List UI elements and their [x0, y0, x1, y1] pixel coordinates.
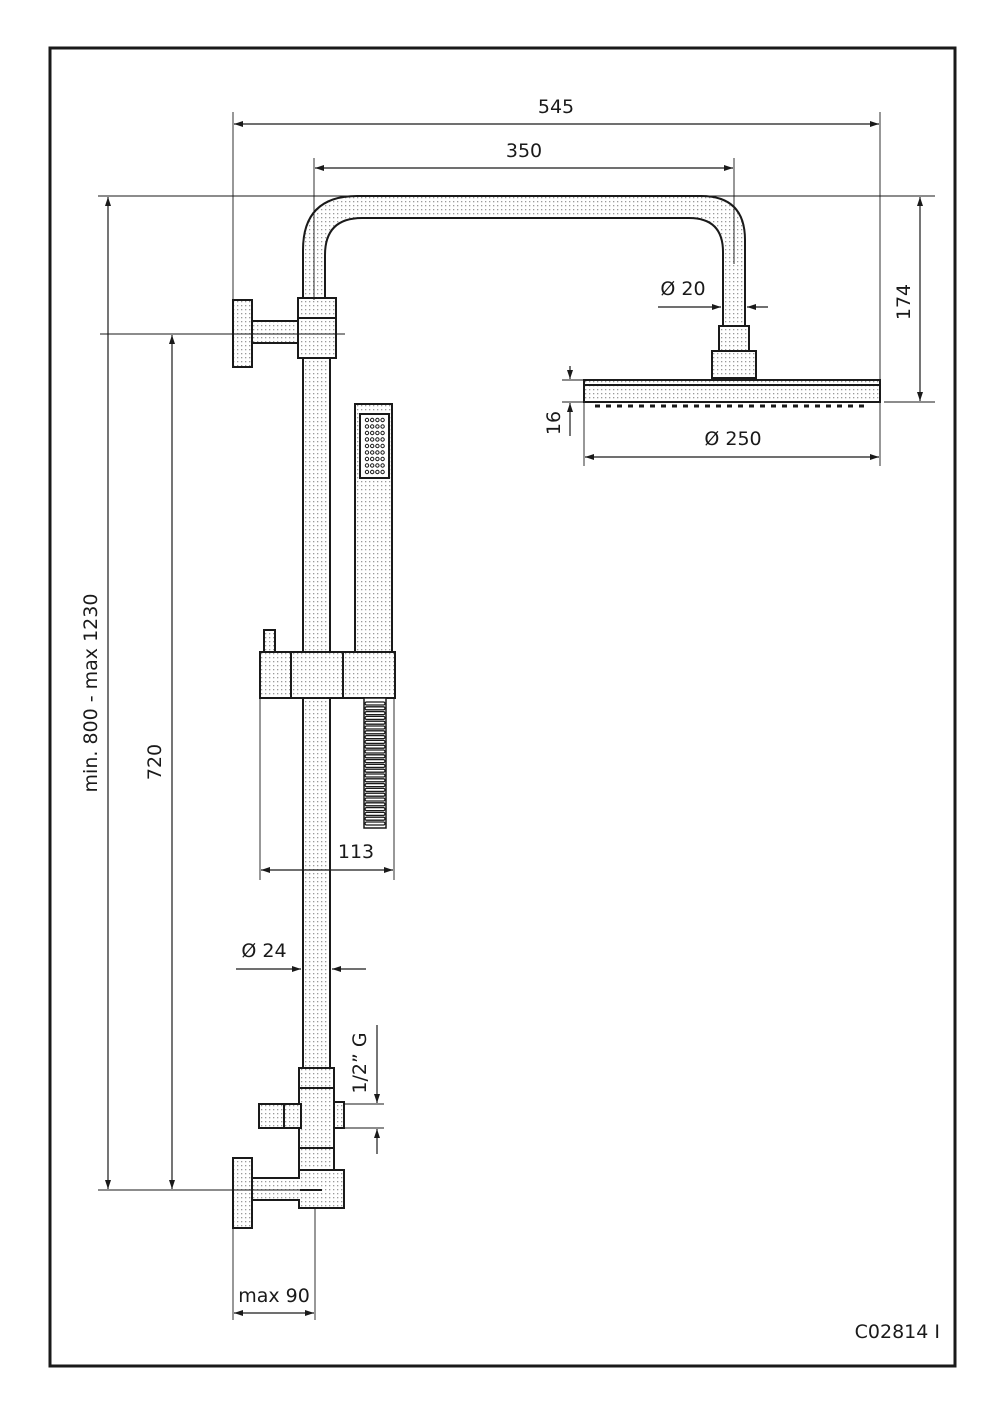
- hose-coil: [364, 797, 386, 802]
- nozzle-dot: [370, 443, 375, 449]
- nozzle-dot: [364, 437, 370, 442]
- shower-hose: [363, 697, 387, 829]
- nozzle-dot: [375, 437, 380, 442]
- hose-coil: [364, 758, 386, 764]
- side-outlet-nut: [333, 1101, 345, 1129]
- nozzle-dot: [370, 437, 375, 442]
- dim-total-height: min. 800 - max 1230: [80, 594, 102, 793]
- nozzle-dot: [380, 417, 385, 423]
- nozzle-dot: [364, 450, 370, 455]
- nozzle-dot: [370, 417, 375, 423]
- nozzle-dot: [370, 424, 375, 429]
- upper-bar-clamp: [297, 297, 337, 359]
- hose-coil: [364, 787, 386, 793]
- hose-coil: [364, 754, 386, 759]
- hose-coil: [364, 768, 386, 773]
- hand-shower-nozzles: [364, 417, 385, 475]
- hose-coil: [364, 811, 386, 817]
- nozzle-dot: [375, 463, 380, 468]
- nozzle-dot: [375, 469, 380, 475]
- nozzle-dot: [380, 430, 385, 436]
- hose-coil: [364, 806, 386, 812]
- dim-arm-reach: 350: [506, 140, 542, 162]
- diverter-knob: [258, 1103, 285, 1129]
- arm-nut: [718, 325, 750, 352]
- nozzle-dot: [380, 456, 385, 462]
- hose-coil: [364, 734, 386, 740]
- hose-coil: [364, 710, 386, 716]
- nozzle-dot: [380, 424, 385, 429]
- lower-wall-flange: [232, 1157, 253, 1229]
- hose-coil: [364, 725, 386, 730]
- head-connector: [711, 350, 757, 379]
- rain-shower-head: [583, 379, 881, 403]
- diverter-top-ring: [298, 1067, 335, 1089]
- nozzle-dot: [375, 450, 380, 455]
- upper-bracket-arm: [251, 320, 301, 344]
- nozzle-dot: [375, 417, 380, 423]
- nozzle-dot: [364, 424, 370, 429]
- hose-coil: [364, 706, 386, 711]
- hose-coil: [364, 744, 386, 749]
- nozzle-dot: [370, 463, 375, 468]
- upper-wall-flange: [232, 299, 253, 368]
- dim-slider-width: 113: [338, 841, 374, 863]
- nozzle-dot: [364, 456, 370, 462]
- hose-coil: [364, 821, 386, 826]
- drawing-frame: [48, 46, 957, 1368]
- dim-arm-diameter: Ø 20: [660, 278, 705, 300]
- riser-bar: [302, 357, 331, 1071]
- nozzle-dot: [380, 443, 385, 449]
- dim-head-height: 174: [893, 284, 915, 320]
- dim-bar-length: 720: [144, 744, 166, 780]
- nozzle-dot: [380, 437, 385, 442]
- hose-coil: [364, 778, 386, 783]
- hose-coil: [364, 792, 386, 797]
- dimensions: 545 350 Ø 20 174 16 Ø 250 min. 800 - max…: [80, 96, 935, 1320]
- nozzle-dot: [375, 430, 380, 436]
- nozzle-dot: [370, 450, 375, 455]
- hose-coil: [364, 816, 386, 821]
- hose-coil: [364, 749, 386, 754]
- slider-lever: [263, 629, 276, 655]
- slider-holder: [259, 651, 396, 699]
- nozzle-dot: [364, 417, 370, 423]
- dim-head-thickness: 16: [543, 411, 565, 435]
- nozzle-dot: [364, 469, 370, 475]
- hose-coil: [364, 773, 386, 778]
- hose-coil: [364, 802, 386, 807]
- hose-coil: [364, 701, 386, 706]
- hose-coil: [364, 720, 386, 725]
- hose-coil: [364, 715, 386, 721]
- dim-bar-diameter: Ø 24: [241, 940, 286, 962]
- nozzle-dot: [375, 424, 380, 429]
- diverter-body: [298, 1087, 335, 1149]
- nozzle-dot: [364, 463, 370, 468]
- dim-connection: 1/2” G: [349, 1032, 371, 1093]
- hose-coil: [364, 739, 386, 745]
- nozzle-dot: [375, 443, 380, 449]
- nozzle-dot: [380, 463, 385, 468]
- nozzle-dot: [375, 456, 380, 462]
- diverter-bottom-ring: [298, 1147, 335, 1171]
- nozzle-dot: [380, 469, 385, 475]
- nozzle-dot: [364, 430, 370, 436]
- dim-overall-width: 545: [538, 96, 574, 118]
- nozzle-dot: [370, 430, 375, 436]
- nozzle-dot: [380, 450, 385, 455]
- dim-head-diameter: Ø 250: [704, 428, 761, 450]
- lower-inlet-elbow: [251, 1169, 345, 1209]
- drawing-code: C02814 I: [855, 1321, 940, 1343]
- nozzle-dot: [370, 469, 375, 475]
- hose-coil: [364, 763, 386, 769]
- dim-wall-offset: max 90: [238, 1285, 310, 1307]
- hose-coil: [364, 782, 386, 788]
- shower-column: [232, 195, 881, 1229]
- nozzle-dot: [364, 443, 370, 449]
- nozzle-dot: [370, 456, 375, 462]
- hose-coil: [364, 730, 386, 735]
